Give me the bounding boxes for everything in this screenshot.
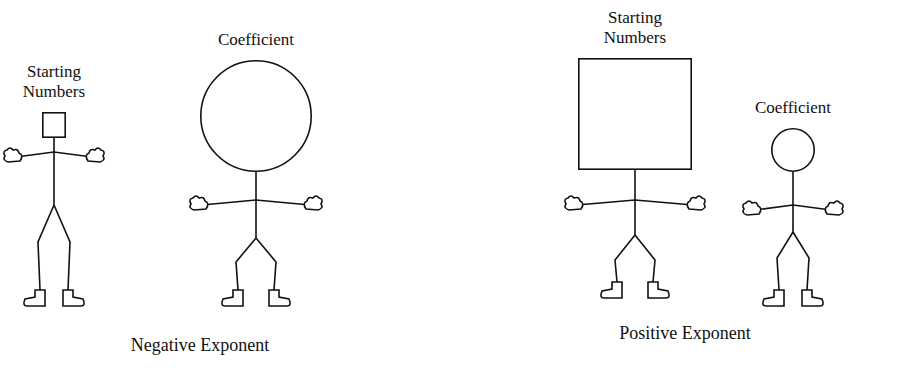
arm-line bbox=[202, 200, 310, 205]
head-outline bbox=[578, 58, 692, 170]
leg-line bbox=[635, 235, 655, 282]
caption-text: Positive Exponent bbox=[619, 322, 751, 344]
stick-body bbox=[4, 138, 104, 306]
caption-text: Negative Exponent bbox=[131, 334, 269, 356]
square-head: Starting Numbers bbox=[578, 58, 692, 170]
boot bbox=[24, 290, 45, 306]
glove bbox=[825, 201, 843, 215]
stick-body bbox=[190, 172, 322, 306]
stick-body bbox=[743, 172, 843, 306]
torso-line bbox=[792, 172, 794, 232]
glove bbox=[86, 148, 104, 162]
glove bbox=[687, 196, 705, 210]
leg-line bbox=[38, 205, 54, 290]
boot bbox=[601, 282, 622, 298]
leg-line bbox=[793, 232, 809, 290]
figure-label: Coefficient bbox=[733, 98, 853, 118]
stick-body bbox=[565, 170, 705, 298]
torso-line bbox=[53, 138, 55, 205]
torso-line bbox=[634, 170, 636, 235]
circle-head: Coefficient bbox=[200, 60, 312, 172]
boot bbox=[763, 290, 784, 306]
leg-line bbox=[615, 235, 635, 282]
figure-label: Starting Numbers bbox=[9, 62, 99, 102]
boot bbox=[222, 290, 243, 306]
arm-line bbox=[577, 200, 693, 205]
figure-label: Coefficient bbox=[196, 30, 316, 50]
glove bbox=[743, 201, 761, 215]
figure-label: Starting Numbers bbox=[590, 8, 680, 48]
circle-head: Coefficient bbox=[771, 128, 815, 172]
torso-line bbox=[255, 172, 257, 238]
arm-line bbox=[755, 205, 831, 210]
glove bbox=[565, 196, 583, 210]
glove bbox=[190, 196, 208, 210]
leg-line bbox=[236, 238, 256, 290]
head-outline bbox=[200, 60, 312, 172]
square-head: Starting Numbers bbox=[42, 112, 66, 138]
leg-line bbox=[54, 205, 70, 290]
leg-line bbox=[256, 238, 276, 290]
boot bbox=[648, 282, 669, 298]
leg-line bbox=[777, 232, 793, 290]
boot bbox=[802, 290, 823, 306]
glove bbox=[4, 148, 22, 162]
head-outline bbox=[42, 112, 66, 138]
glove bbox=[304, 196, 322, 210]
head-outline bbox=[771, 128, 815, 172]
arm-line bbox=[16, 152, 92, 157]
boot bbox=[269, 290, 290, 306]
boot bbox=[63, 290, 84, 306]
